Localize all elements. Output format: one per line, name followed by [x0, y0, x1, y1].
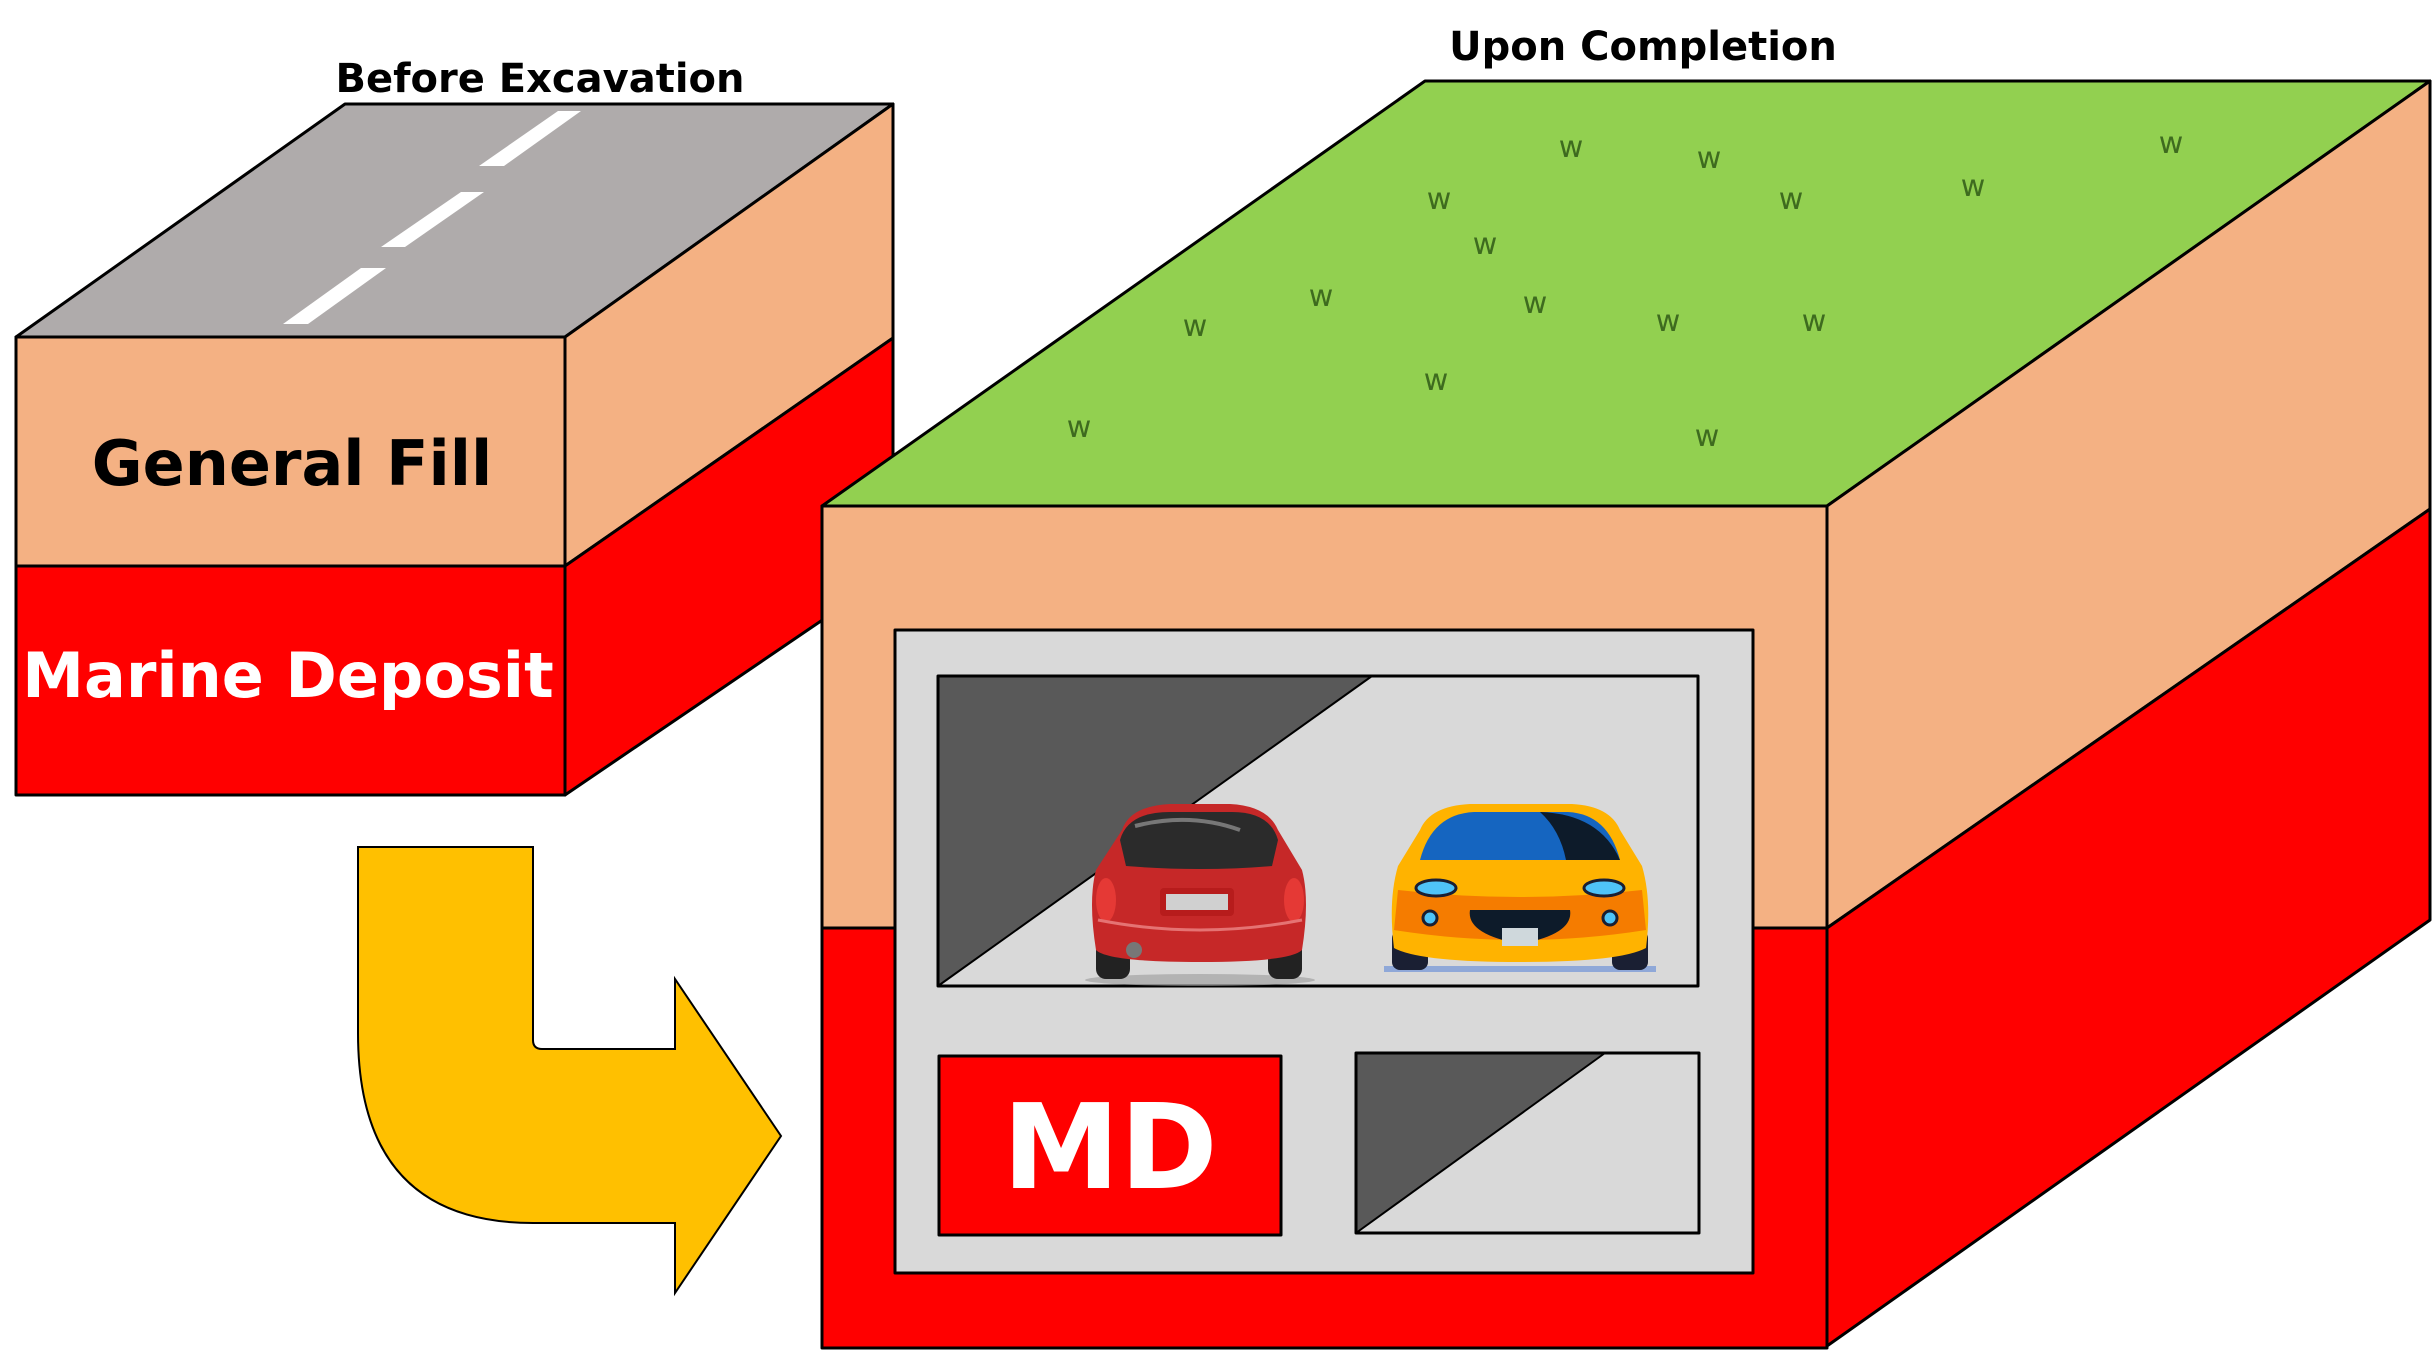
- general-fill-front: [14, 335, 567, 568]
- grass-mark: w: [1523, 286, 1548, 321]
- grass-mark: w: [1697, 141, 1722, 176]
- upon-completion-title: Upon Completion: [1449, 24, 1837, 70]
- general-fill-label: General Fill: [92, 427, 493, 500]
- red-car-rear-icon: [1085, 804, 1315, 986]
- road-dash: [283, 268, 386, 324]
- grass-mark: w: [2159, 126, 2184, 161]
- road-dash: [479, 111, 581, 166]
- marine-deposit-front: [14, 564, 567, 797]
- grass-mark: w: [1427, 182, 1452, 217]
- grass-mark: w: [1067, 410, 1092, 445]
- marine-deposit-label: Marine Deposit: [22, 639, 553, 712]
- before-excavation-title: Before Excavation: [336, 56, 745, 102]
- grass-mark: w: [1695, 419, 1720, 454]
- small-tunnel: [1354, 1051, 1701, 1235]
- marine-deposit-remnant: MD: [937, 1054, 1283, 1237]
- grass-mark: w: [1183, 309, 1208, 344]
- grass-mark: w: [1961, 169, 1986, 204]
- grass-mark: w: [1802, 304, 1827, 339]
- md-box: [937, 1054, 1283, 1237]
- upon-completion-block: Upon Completion w w w w w w w w w w w w …: [820, 24, 2432, 1350]
- bent-arrow-icon: [357, 846, 783, 1297]
- grass-mark: w: [1559, 130, 1584, 165]
- road-tunnel: [936, 674, 1700, 988]
- before-excavation-block: Before Excavation General Fill Marine De…: [14, 56, 895, 797]
- grass-mark: w: [1424, 363, 1449, 398]
- grass-marks: w w w w w w w w w w w w w w w: [1067, 126, 2184, 454]
- md-box-label: MD: [1002, 1078, 1217, 1216]
- grass-mark: w: [1779, 182, 1804, 217]
- small-tunnel-shadow-edge: [1355, 1052, 1606, 1234]
- yellow-car-front-icon: [1384, 804, 1656, 972]
- grass-mark: w: [1473, 227, 1498, 262]
- grass-mark: w: [1309, 279, 1334, 314]
- road-dash: [381, 192, 484, 247]
- grass-mark: w: [1656, 304, 1681, 339]
